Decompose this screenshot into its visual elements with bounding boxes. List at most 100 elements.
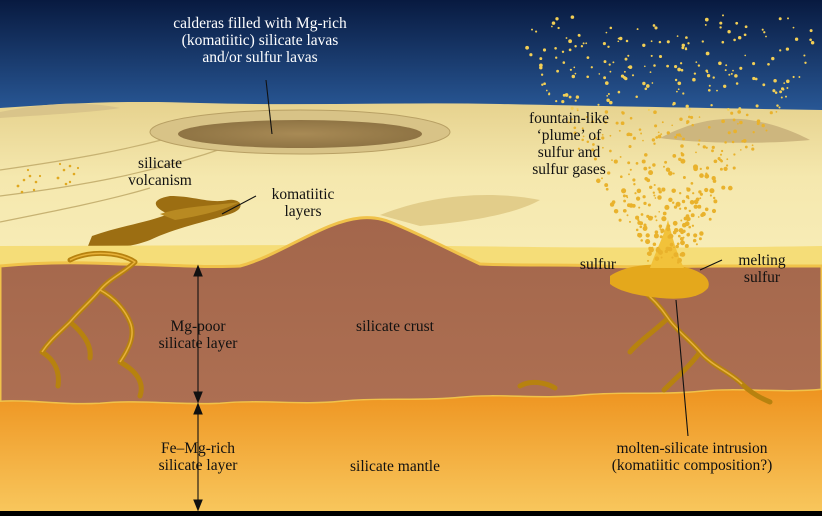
plume-particle bbox=[733, 118, 736, 121]
plume-particle bbox=[640, 239, 643, 242]
plume-particle bbox=[706, 71, 708, 73]
plume-particle bbox=[686, 187, 688, 189]
plume-particle bbox=[623, 194, 626, 197]
melting-sulfur-label: melting sulfur bbox=[722, 252, 802, 286]
plume-particle bbox=[765, 129, 767, 131]
plume-particle bbox=[669, 234, 674, 239]
plume-particle bbox=[680, 220, 682, 222]
plume-particle bbox=[746, 114, 749, 117]
plume-particle bbox=[709, 85, 711, 87]
plume-particle bbox=[728, 131, 731, 134]
plume-particle bbox=[636, 229, 639, 232]
plume-particle bbox=[632, 74, 634, 76]
plume-particle bbox=[673, 221, 678, 226]
plume-particle bbox=[623, 209, 627, 213]
plume-particle bbox=[643, 224, 646, 227]
plume-particle bbox=[781, 96, 783, 98]
plume-particle bbox=[539, 57, 542, 60]
plume-particle bbox=[739, 121, 743, 125]
plume-particle bbox=[786, 47, 789, 50]
plume-particle bbox=[779, 49, 781, 51]
plume-particle bbox=[655, 197, 657, 199]
plume-particle bbox=[678, 158, 681, 161]
plume-particle bbox=[737, 123, 739, 125]
plume-particle bbox=[804, 62, 806, 64]
plume-particle bbox=[531, 29, 533, 31]
plume-particle bbox=[658, 211, 660, 213]
plume-particle bbox=[653, 64, 656, 67]
plume-particle bbox=[762, 83, 765, 86]
plume-particle bbox=[710, 194, 712, 196]
plume-particle bbox=[662, 121, 664, 123]
plume-particle bbox=[670, 243, 674, 247]
plume-particle bbox=[679, 117, 682, 120]
plume-particle bbox=[752, 62, 755, 65]
plume-particle bbox=[575, 73, 577, 75]
plume-particle bbox=[535, 31, 537, 33]
plume-particle bbox=[728, 74, 730, 76]
plume-particle bbox=[680, 240, 685, 245]
plume-particle bbox=[680, 252, 685, 257]
plume-particle bbox=[679, 208, 681, 210]
plume-particle bbox=[674, 65, 677, 68]
plume-particle bbox=[671, 188, 676, 193]
komatiitic-layers-label: komatiitic layers bbox=[248, 186, 358, 220]
plume-particle bbox=[793, 27, 795, 29]
plume-particle bbox=[563, 61, 566, 64]
plume-particle bbox=[675, 245, 678, 248]
plume-particle bbox=[581, 45, 583, 47]
plume-particle bbox=[563, 94, 566, 97]
plume-particle bbox=[738, 36, 741, 39]
plume-particle bbox=[725, 69, 727, 71]
plume-particle bbox=[690, 116, 693, 119]
silicate-crust-label: silicate crust bbox=[320, 318, 470, 335]
plume-particle bbox=[529, 53, 532, 56]
plume-particle bbox=[803, 54, 805, 56]
plume-particle bbox=[654, 26, 657, 29]
plume-particle bbox=[703, 145, 706, 148]
plume-particle bbox=[781, 87, 784, 90]
plume-particle bbox=[776, 104, 778, 106]
fe-mg-rich-silicate-layer-label: Fe–Mg-rich silicate layer bbox=[128, 440, 268, 474]
plume-particle bbox=[591, 66, 593, 68]
plume-particle bbox=[779, 107, 781, 109]
plume-particle bbox=[681, 46, 684, 49]
plume-particle bbox=[609, 63, 611, 65]
plume-particle bbox=[661, 188, 665, 192]
plume-particle bbox=[741, 140, 744, 143]
plume-particle bbox=[543, 82, 546, 85]
plume-particle bbox=[726, 158, 728, 160]
plume-particle bbox=[648, 166, 650, 168]
plume-particle bbox=[624, 71, 626, 73]
plume-particle bbox=[762, 29, 764, 31]
plume-particle bbox=[668, 198, 672, 202]
plume-particle bbox=[688, 197, 690, 199]
plume-particle bbox=[630, 169, 632, 171]
plume-particle bbox=[721, 186, 725, 190]
plume-particle bbox=[659, 224, 662, 227]
plume-particle bbox=[700, 193, 703, 196]
plume-particle bbox=[656, 219, 658, 221]
plume-particle bbox=[706, 166, 709, 169]
plume-particle bbox=[728, 186, 733, 191]
plume-particle bbox=[645, 88, 648, 91]
plume-particle bbox=[646, 233, 650, 237]
plume-particle bbox=[621, 188, 626, 193]
plume-particle bbox=[711, 149, 714, 152]
plume-particle bbox=[658, 131, 660, 133]
plume-particle bbox=[795, 38, 798, 41]
plume-particle bbox=[575, 100, 577, 102]
plume-particle bbox=[685, 36, 688, 39]
plume-particle bbox=[676, 91, 678, 93]
plume-particle bbox=[689, 108, 691, 110]
plume-particle bbox=[694, 200, 699, 205]
plume-particle bbox=[692, 192, 694, 194]
plume-particle bbox=[556, 70, 559, 73]
plume-particle bbox=[708, 89, 711, 92]
plume-particle bbox=[654, 112, 656, 114]
plume-particle bbox=[660, 235, 663, 238]
plume-particle bbox=[658, 135, 662, 139]
plume-particle bbox=[793, 76, 795, 78]
plume-particle bbox=[666, 167, 670, 171]
plume-particle bbox=[686, 233, 690, 237]
